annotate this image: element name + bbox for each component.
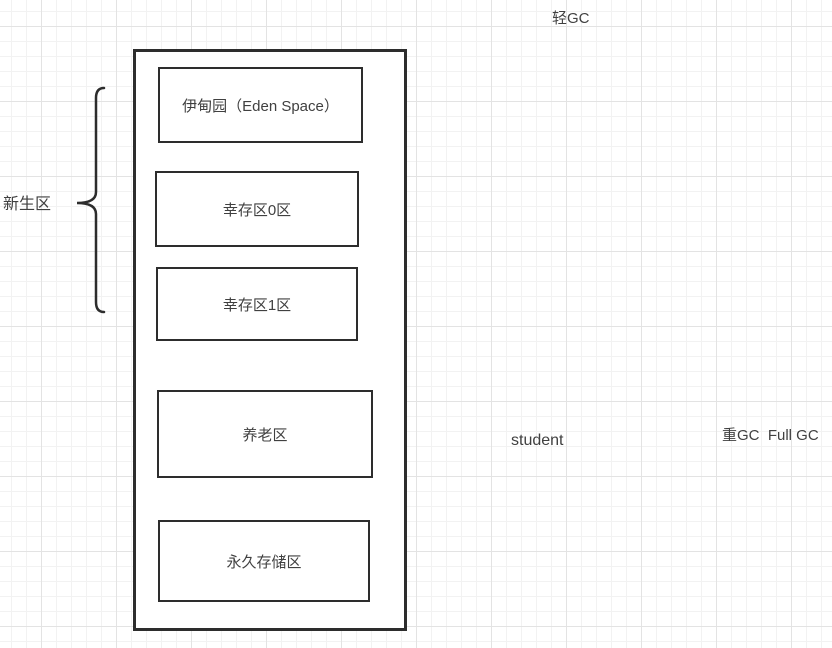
region-survivor-0: 幸存区0区 [155, 171, 359, 247]
label-heavy-gc: 重GC Full GC [722, 427, 819, 444]
region-survivor-1: 幸存区1区 [156, 267, 358, 341]
label-light-gc: 轻GC [552, 10, 590, 27]
region-permanent-storage-label: 永久存储区 [226, 553, 302, 571]
label-new-generation: 新生区 [3, 196, 52, 213]
region-permanent-storage: 永久存储区 [158, 520, 370, 602]
label-student: student [511, 432, 564, 449]
region-old-generation-label: 养老区 [242, 426, 288, 444]
new-generation-brace [76, 86, 106, 314]
region-eden-space: 伊甸园（Eden Space） [158, 67, 363, 143]
region-old-generation: 养老区 [157, 390, 373, 478]
region-eden-label: 伊甸园（Eden Space） [182, 97, 339, 115]
region-survivor-0-label: 幸存区0区 [222, 201, 292, 219]
region-survivor-1-label: 幸存区1区 [222, 296, 292, 314]
